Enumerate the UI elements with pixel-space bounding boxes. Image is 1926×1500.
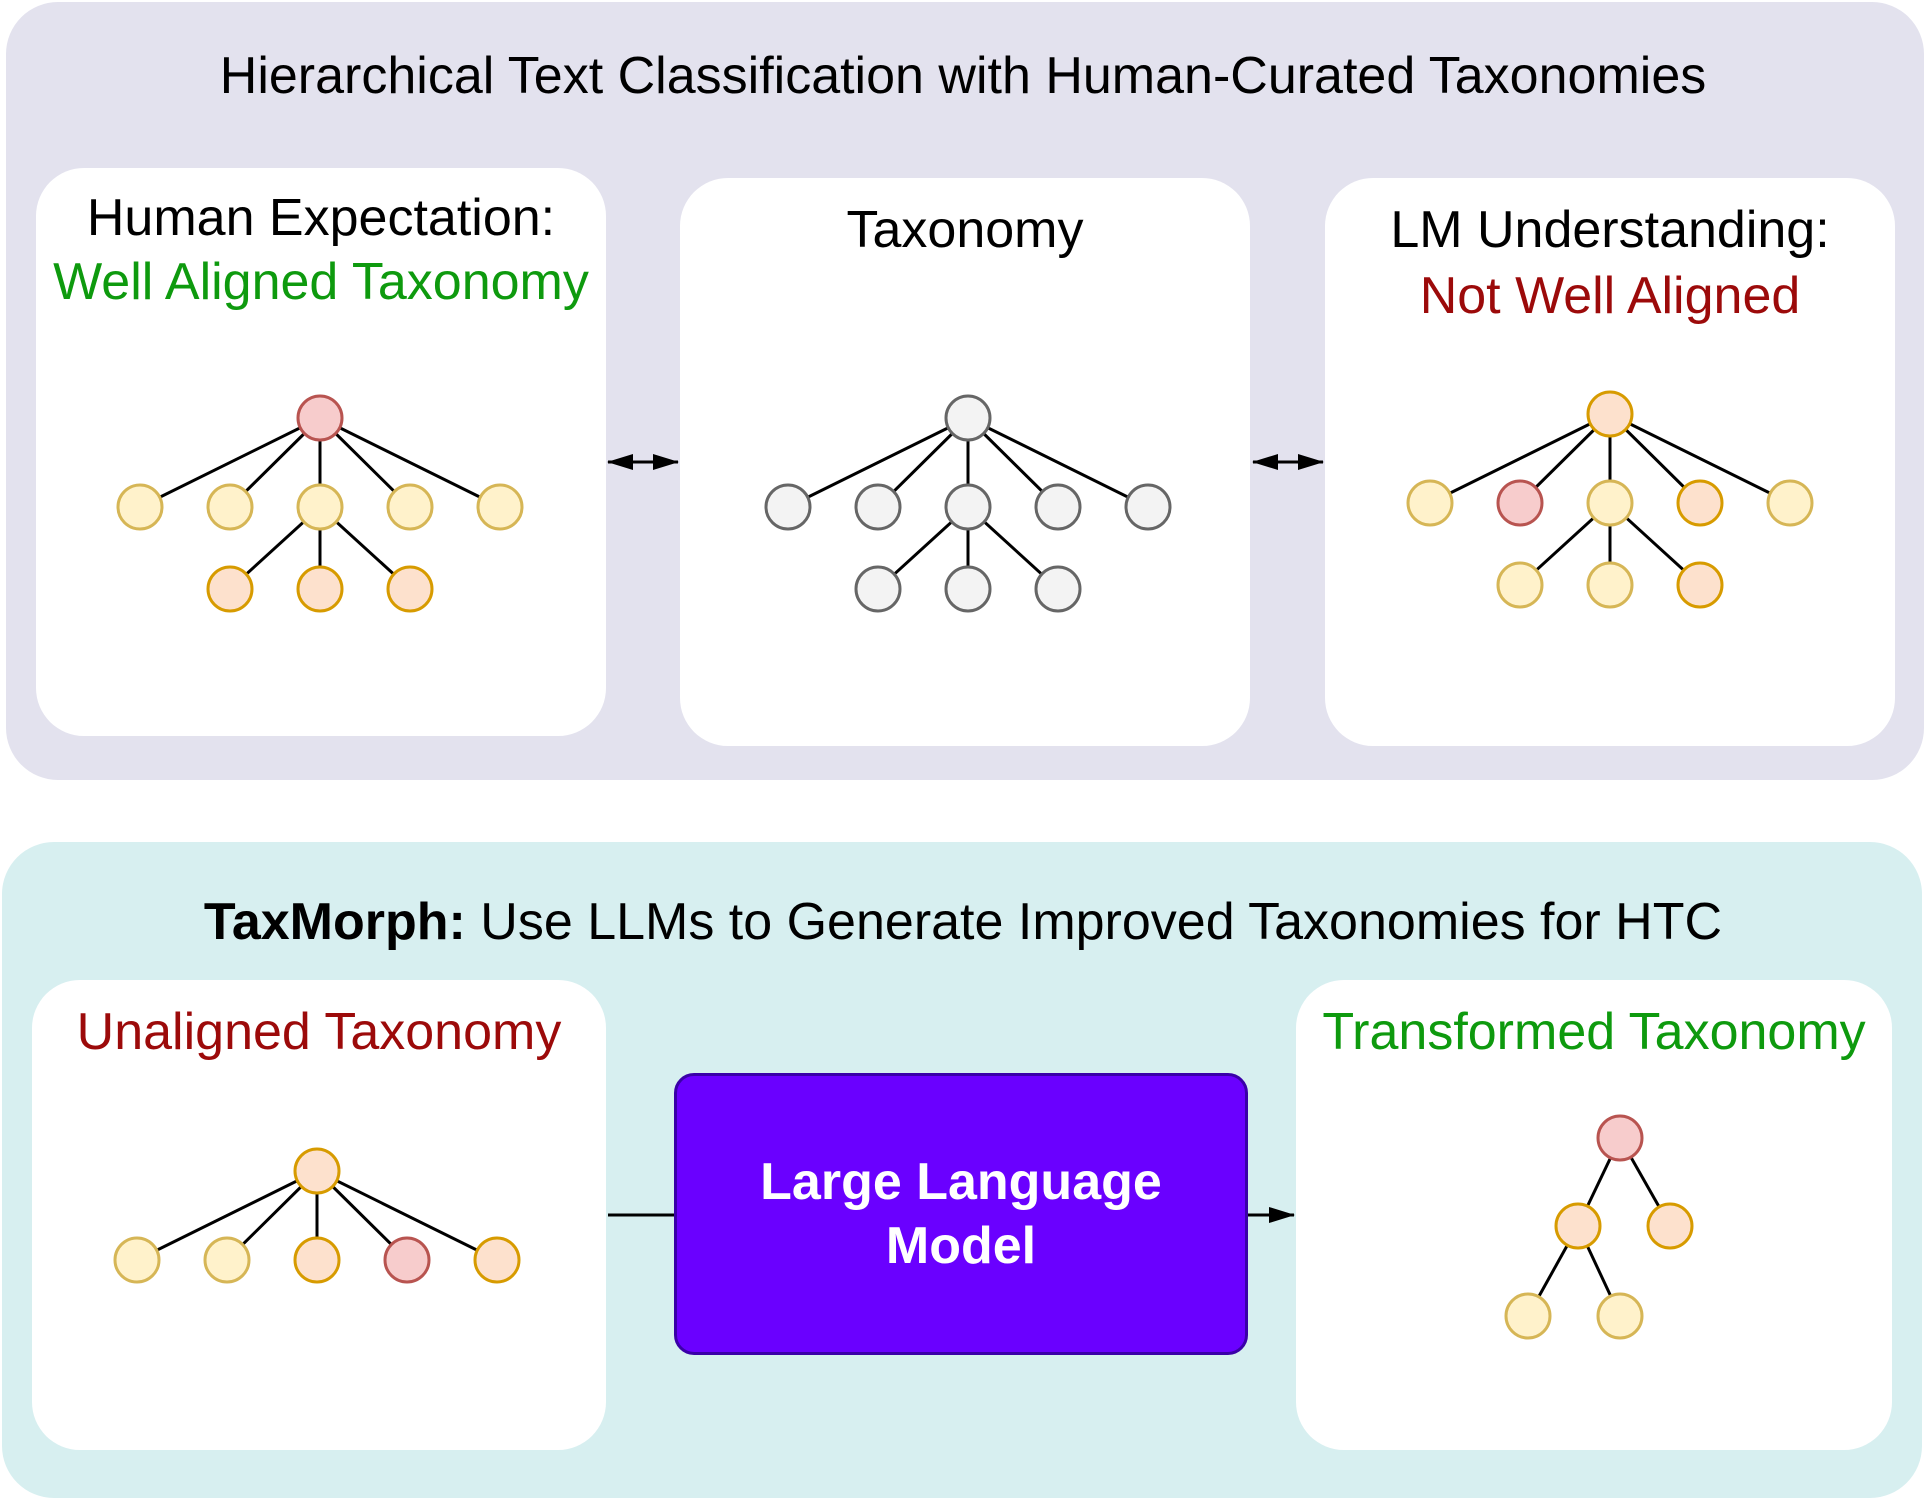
tree-node: [764, 483, 812, 531]
tree-node: [1496, 479, 1544, 527]
tree-node: [203, 1236, 251, 1284]
tree-node: [1554, 1202, 1602, 1250]
tree-node: [1586, 479, 1634, 527]
tree-node: [383, 1236, 431, 1284]
taxonomy-label: Taxonomy: [846, 201, 1084, 259]
tree-node: [206, 565, 254, 613]
tree-node: [1596, 1292, 1644, 1340]
tree-node: [296, 565, 344, 613]
unaligned-taxonomy-label: Unaligned Taxonomy: [76, 1003, 562, 1061]
tree-node: [386, 565, 434, 613]
taxonomy-panel: Taxonomy: [680, 178, 1250, 746]
tree-node: [386, 483, 434, 531]
transformed-taxonomy-label: Transformed Taxonomy: [1322, 1003, 1866, 1061]
tree-node: [1766, 479, 1814, 527]
lm-understanding-tree: [1406, 390, 1814, 609]
tree-edge: [787, 416, 969, 509]
tree-node: [854, 483, 902, 531]
well-aligned-label: Well Aligned Taxonomy: [53, 253, 589, 311]
tree-node: [1676, 561, 1724, 609]
llm-box: Large Language Model: [674, 1073, 1248, 1355]
tree-node: [116, 483, 164, 531]
root-node: [1586, 390, 1634, 438]
tree-node: [944, 483, 992, 531]
root-node: [944, 394, 992, 442]
human-expectation-panel: Human Expectation: Well Aligned Taxonomy: [36, 168, 606, 736]
tree-edge: [319, 416, 501, 509]
root-node: [293, 1147, 341, 1195]
unaligned-taxonomy-tree: [113, 1147, 521, 1284]
tree-node: [1646, 1202, 1694, 1250]
not-well-aligned-label: Not Well Aligned: [1419, 267, 1801, 325]
lm-understanding-panel: LM Understanding: Not Well Aligned: [1325, 178, 1895, 746]
tree-node: [113, 1236, 161, 1284]
tree-edge: [1429, 412, 1611, 505]
tree-node: [296, 483, 344, 531]
tree-node: [1406, 479, 1454, 527]
tree-node: [293, 1236, 341, 1284]
transformed-taxonomy-tree: [1504, 1114, 1694, 1340]
tree-edge: [967, 416, 1149, 509]
bottom-section-title: TaxMorph: Use LLMs to Generate Improved …: [0, 892, 1926, 952]
lm-understanding-label: LM Understanding:: [1390, 201, 1830, 259]
unaligned-taxonomy-panel: Unaligned Taxonomy: [32, 980, 606, 1450]
tree-node: [206, 483, 254, 531]
tree-node: [476, 483, 524, 531]
root-node: [296, 394, 344, 442]
top-section-title: Hierarchical Text Classification with Hu…: [219, 47, 1707, 105]
tree-edge: [139, 416, 321, 509]
tree-node: [1504, 1292, 1552, 1340]
tree-node: [1676, 479, 1724, 527]
tree-edge: [136, 1169, 318, 1262]
tree-node: [1124, 483, 1172, 531]
transformed-taxonomy-panel: Transformed Taxonomy: [1296, 980, 1892, 1450]
human-expectation-tree: [116, 394, 524, 613]
tree-node: [944, 565, 992, 613]
root-node: [1596, 1114, 1644, 1162]
tree-node: [1496, 561, 1544, 609]
human-expectation-label: Human Expectation:: [86, 189, 556, 247]
bottom-title-text: Use LLMs to Generate Improved Taxonomies…: [465, 893, 1723, 951]
taxonomy-tree: [764, 394, 1172, 613]
tree-node: [473, 1236, 521, 1284]
tree-node: [854, 565, 902, 613]
tree-node: [1034, 565, 1082, 613]
tree-node: [1034, 483, 1082, 531]
llm-label: Large Language Model: [760, 1153, 1162, 1275]
tree-node: [1586, 561, 1634, 609]
taxmorph-label: TaxMorph:: [203, 893, 466, 951]
tree-edge: [316, 1169, 498, 1262]
tree-edge: [1609, 412, 1791, 505]
